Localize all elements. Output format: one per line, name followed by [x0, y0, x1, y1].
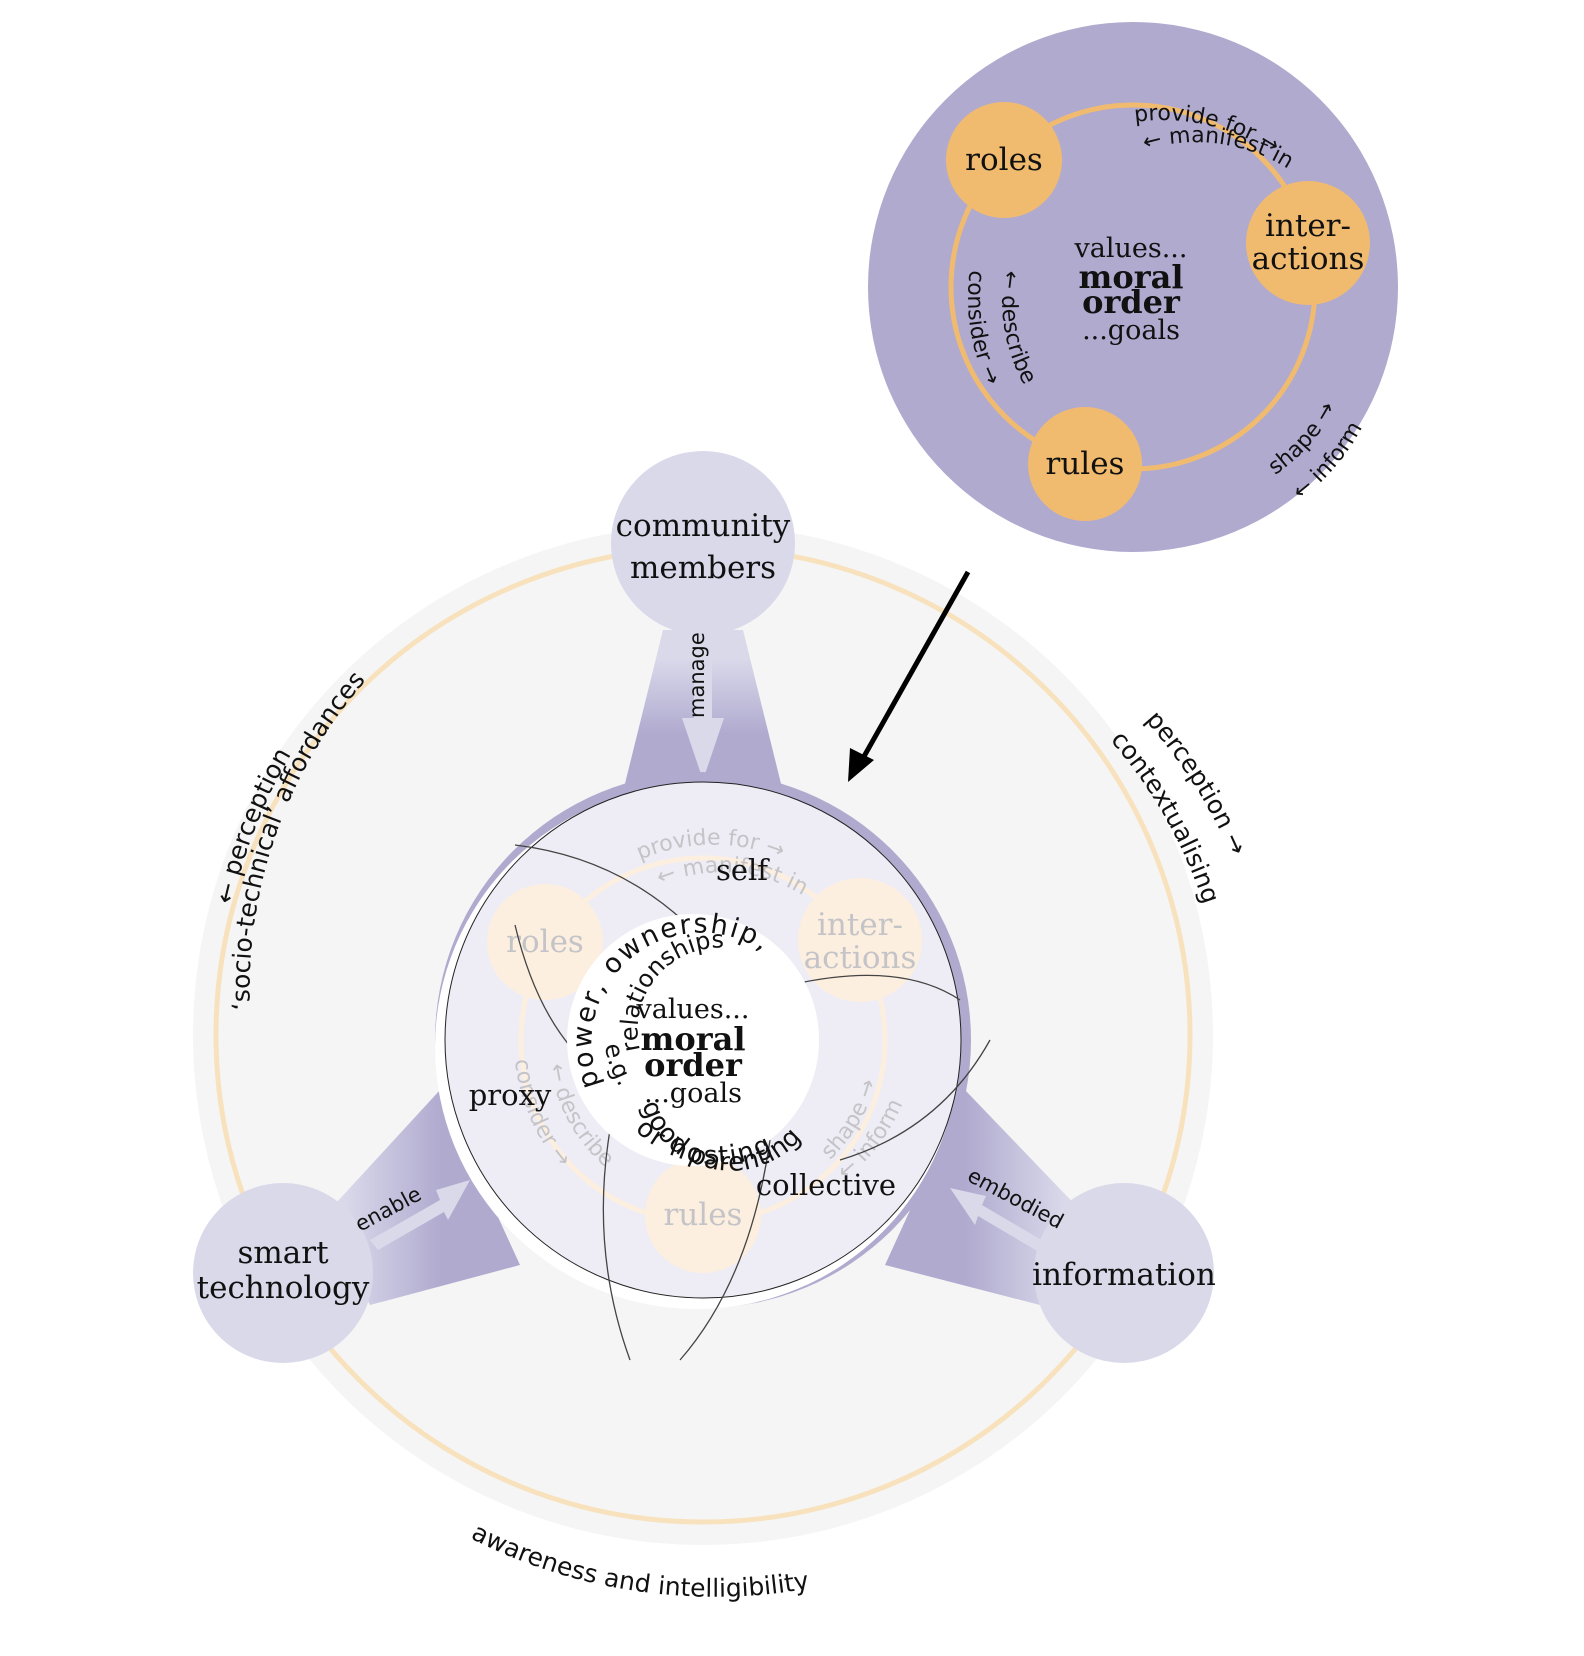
zoom-pointer-arrowhead-icon [848, 748, 874, 782]
enable-arrow-icon [370, 1180, 470, 1250]
community-label: community [616, 508, 791, 544]
detail-node-interactions [1246, 181, 1370, 305]
detail-roles-label: roles [965, 142, 1043, 178]
core-goals-label: ...goals [644, 1078, 742, 1109]
detail-node-roles [946, 102, 1062, 218]
detail-values-label: values... [1074, 233, 1188, 264]
connector-smart-technology [325, 1090, 520, 1305]
information-label: information [1032, 1257, 1216, 1293]
moral-order-core [567, 914, 819, 1166]
scope-proxy-label: proxy [469, 1078, 552, 1112]
node-community-members [611, 451, 795, 635]
manage-arrow-icon [682, 650, 724, 780]
core-order-label: order [644, 1046, 743, 1084]
proxy-scope-line-2 [679, 1139, 771, 1361]
detail-node-rules [1028, 407, 1142, 521]
technology-label: technology [197, 1270, 370, 1306]
members-label: members [630, 550, 776, 586]
collective-scope-line [789, 974, 961, 1001]
detail-order-label: order [1082, 283, 1181, 321]
detail-inter-label: inter- [1265, 208, 1351, 244]
embodied-arrow-icon [950, 1188, 1050, 1255]
faded-node-rules [645, 1157, 761, 1273]
faded-rules-label: rules [664, 1197, 743, 1233]
faded-node-interactions [798, 878, 922, 1002]
collective-scope-line-2 [839, 1039, 991, 1161]
detail-actions-label: actions [1252, 241, 1365, 277]
node-information [1034, 1183, 1214, 1363]
detail-rules-label: rules [1046, 446, 1125, 482]
scope-self-label: self [716, 853, 770, 887]
faded-node-roles [487, 884, 603, 1000]
node-smart-technology [193, 1183, 373, 1363]
faded-inter-label: inter- [817, 907, 903, 943]
proxy-scope-line [602, 1129, 631, 1361]
scope-collective-label: collective [756, 1168, 896, 1202]
core-moral-label: moral [641, 1020, 746, 1058]
core-values-label: values... [636, 994, 750, 1025]
manage-label: manage [685, 632, 709, 718]
faded-roles-label: roles [506, 924, 584, 960]
faded-actions-label: actions [804, 940, 917, 976]
detail-goals-label: ...goals [1082, 315, 1180, 346]
zoom-pointer-line [859, 570, 971, 762]
smart-label: smart [237, 1235, 329, 1271]
detail-moral-label: moral [1079, 258, 1184, 296]
